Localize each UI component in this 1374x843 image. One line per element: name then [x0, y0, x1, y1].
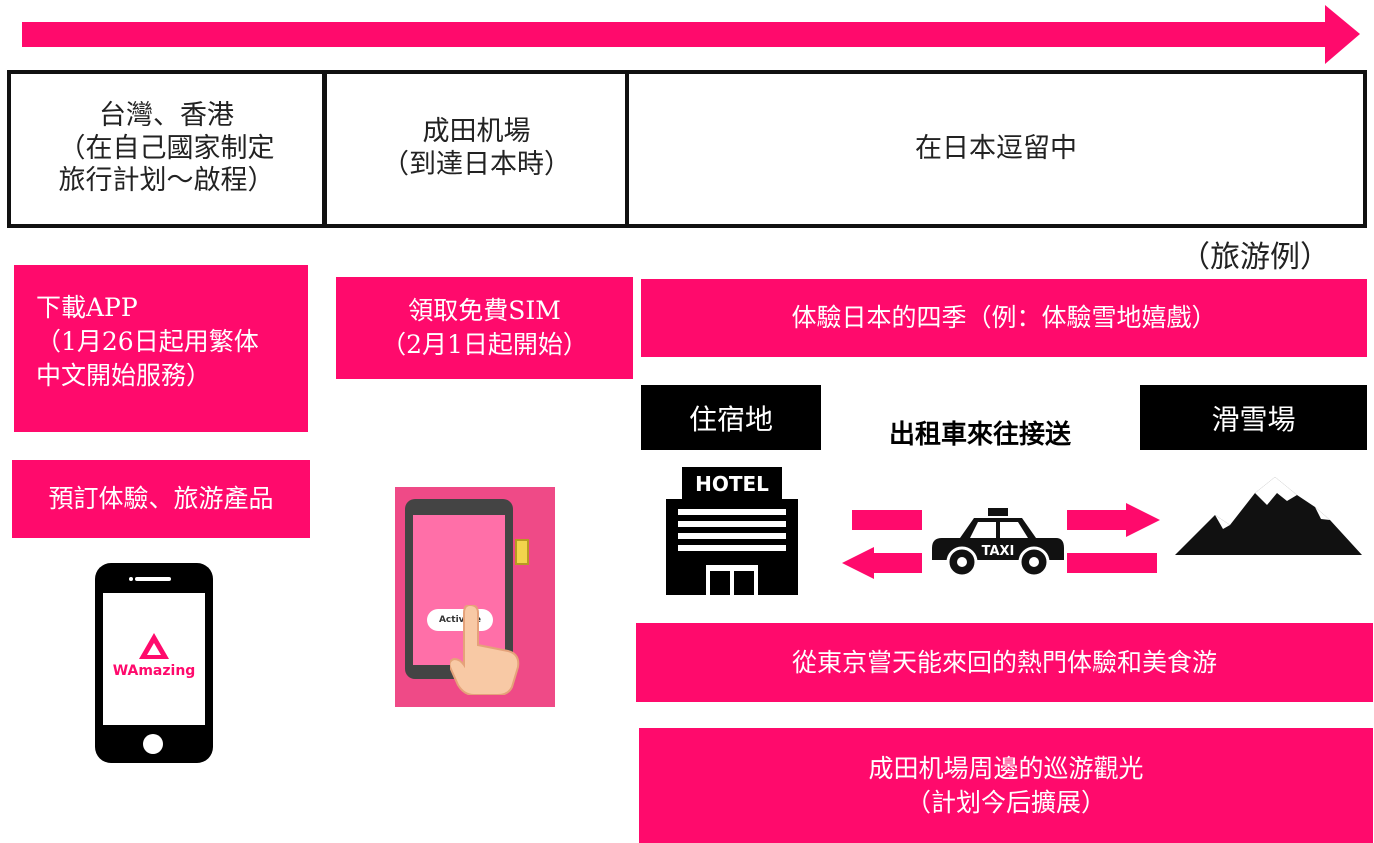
stage-taiwan-hongkong: 台灣、香港 （在自己國家制定 旅行計划～啟程）	[7, 70, 326, 228]
arrow-right-bar	[1067, 510, 1129, 530]
left-arrow-icon	[842, 547, 874, 579]
taxi-sign: TAXI	[982, 544, 1015, 559]
stage-staying-in-japan: 在日本逗留中	[625, 70, 1367, 228]
arrow-left-bar	[852, 510, 922, 530]
download-line: 中文開始服務）	[36, 360, 212, 390]
phone-app-illustration: WAmazing	[95, 563, 213, 763]
stage-narita-airport: 成田机場 （到達日本時）	[323, 70, 630, 228]
sim-phone: Activate	[405, 499, 513, 679]
arrow-left-bar	[870, 553, 922, 573]
right-arrow-icon	[1126, 503, 1160, 537]
stage-line: 旅行計划～啟程）	[58, 165, 275, 197]
narita-line: 成田机場周邊的巡游觀光	[868, 753, 1144, 783]
hotel-building	[666, 499, 798, 595]
lodging-label: 住宿地	[641, 385, 821, 450]
ski-resort-label: 滑雪場	[1140, 385, 1367, 450]
sim-line: （2月1日起開始）	[381, 330, 588, 359]
pointing-hand-icon	[450, 605, 520, 695]
sim-line: 領取免費SIM	[408, 296, 561, 326]
app-logo-text: WAmazing	[112, 663, 196, 679]
booking-box: 預訂体驗、旅游產品	[12, 460, 310, 538]
tokyo-day-trip-box: 從東京嘗天能來回的熱門体驗和美食游	[636, 623, 1373, 702]
stage-line: （到達日本時）	[382, 149, 571, 180]
download-line: （1月26日起用繁体	[36, 326, 259, 356]
sim-activation-illustration: Activate	[395, 487, 555, 707]
mountain-icon	[1175, 477, 1362, 555]
narita-tour-box: 成田机場周邊的巡游觀光 （計划今后擴展）	[639, 728, 1373, 843]
taxi-transfer-label: 出租車來往接送	[888, 419, 1071, 450]
download-app-box: 下載APP （1月26日起用繁体 中文開始服務）	[14, 265, 308, 432]
wamazing-logo-icon	[139, 633, 169, 659]
example-label: （旅游例）	[1180, 240, 1330, 275]
stage-line: （在自己國家制定	[58, 132, 275, 164]
timeline-arrow	[22, 5, 1360, 64]
sim-card-icon	[515, 539, 529, 565]
stage-line: 成田机場	[422, 116, 531, 148]
taxi-icon: TAXI	[932, 508, 1064, 578]
stage-line: 台灣、香港	[99, 99, 234, 131]
hotel-icon: HOTEL	[666, 467, 798, 595]
free-sim-box: 領取免費SIM （2月1日起開始）	[336, 277, 633, 379]
narita-line: （計划今后擴展）	[905, 787, 1106, 817]
phone-home-button	[143, 734, 163, 754]
four-seasons-box: 体驗日本的四季（例：体驗雪地嬉戲）	[641, 279, 1367, 357]
hotel-sign: HOTEL	[682, 467, 782, 501]
download-line: 下載APP	[36, 293, 138, 322]
phone-camera	[129, 577, 133, 581]
sim-phone-screen	[413, 515, 505, 665]
phone-screen: WAmazing	[103, 593, 205, 725]
phone-speaker	[135, 577, 171, 581]
arrow-right-bar	[1067, 553, 1157, 573]
stage-line: 在日本逗留中	[915, 132, 1077, 164]
